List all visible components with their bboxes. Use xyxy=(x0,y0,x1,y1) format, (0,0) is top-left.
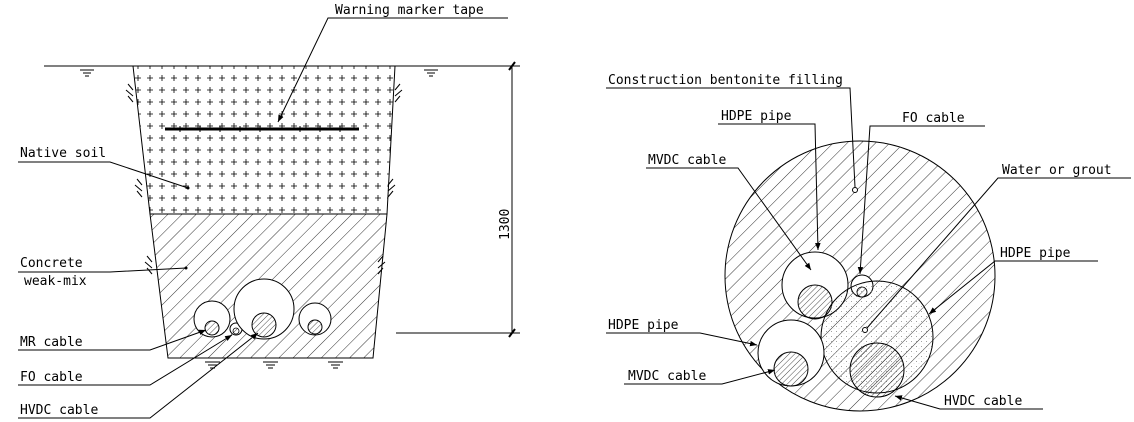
warning-tape-ticks xyxy=(179,126,341,132)
ground-level-symbol-left xyxy=(80,69,94,77)
concrete-label-1: Concrete xyxy=(20,256,83,271)
hvdc-cable-label: HVDC cable xyxy=(20,403,98,418)
hvdc-cable-label-right: HVDC cable xyxy=(944,394,1022,409)
hvdc-pipe xyxy=(233,278,295,340)
fo-cable-label: FO cable xyxy=(20,370,83,385)
water-grout-marker xyxy=(862,327,868,333)
wall-soil-symbols xyxy=(125,83,403,275)
mvdc-cable-top-label: MVDC cable xyxy=(648,153,726,168)
mr-cable xyxy=(204,320,220,336)
hdpe-pipe-right-label: HDPE pipe xyxy=(1000,246,1071,261)
bentonite-label: Construction bentonite filling xyxy=(608,73,843,88)
native-soil-backfill xyxy=(132,65,396,215)
concrete-marker xyxy=(184,266,188,270)
mvdc-cable-bottom-label: MVDC cable xyxy=(628,369,706,384)
bottom-soil-symbols xyxy=(205,361,343,369)
fo-cable-core xyxy=(232,327,240,335)
borehole-section: Construction bentonite filling HDPE pipe… xyxy=(606,73,1131,412)
water-grout-label: Water or grout xyxy=(1002,163,1112,178)
warning-tape-label: Warning marker tape xyxy=(335,3,484,18)
hdpe-pipe-top-label: HDPE pipe xyxy=(721,109,792,124)
mvdc-cable-bottom xyxy=(773,351,809,387)
hvdc-cable xyxy=(849,342,905,398)
mr-pipe-right xyxy=(298,302,332,336)
trench-leaders xyxy=(18,17,508,419)
bentonite-marker xyxy=(852,187,858,193)
concrete-label-2: weak-mix xyxy=(24,274,87,289)
borehole-leaders xyxy=(606,87,1131,410)
mr-cable-right xyxy=(307,319,323,335)
hvdc-cable xyxy=(251,312,277,338)
mvdc-cable-top xyxy=(797,284,833,320)
native-soil-label: Native soil xyxy=(20,146,106,161)
native-soil-marker xyxy=(186,186,190,190)
fo-cable-label-right: FO cable xyxy=(902,111,965,126)
ground-level-symbol-right xyxy=(424,69,438,77)
depth-dimension xyxy=(396,61,520,338)
mr-cable-label: MR cable xyxy=(20,335,83,350)
trench-section: 1300 Warning marker tape Native soil Con… xyxy=(18,3,520,419)
hdpe-pipe-left-label: HDPE pipe xyxy=(608,318,679,333)
depth-dimension-value: 1300 xyxy=(498,209,513,240)
mr-pipe xyxy=(193,300,231,338)
